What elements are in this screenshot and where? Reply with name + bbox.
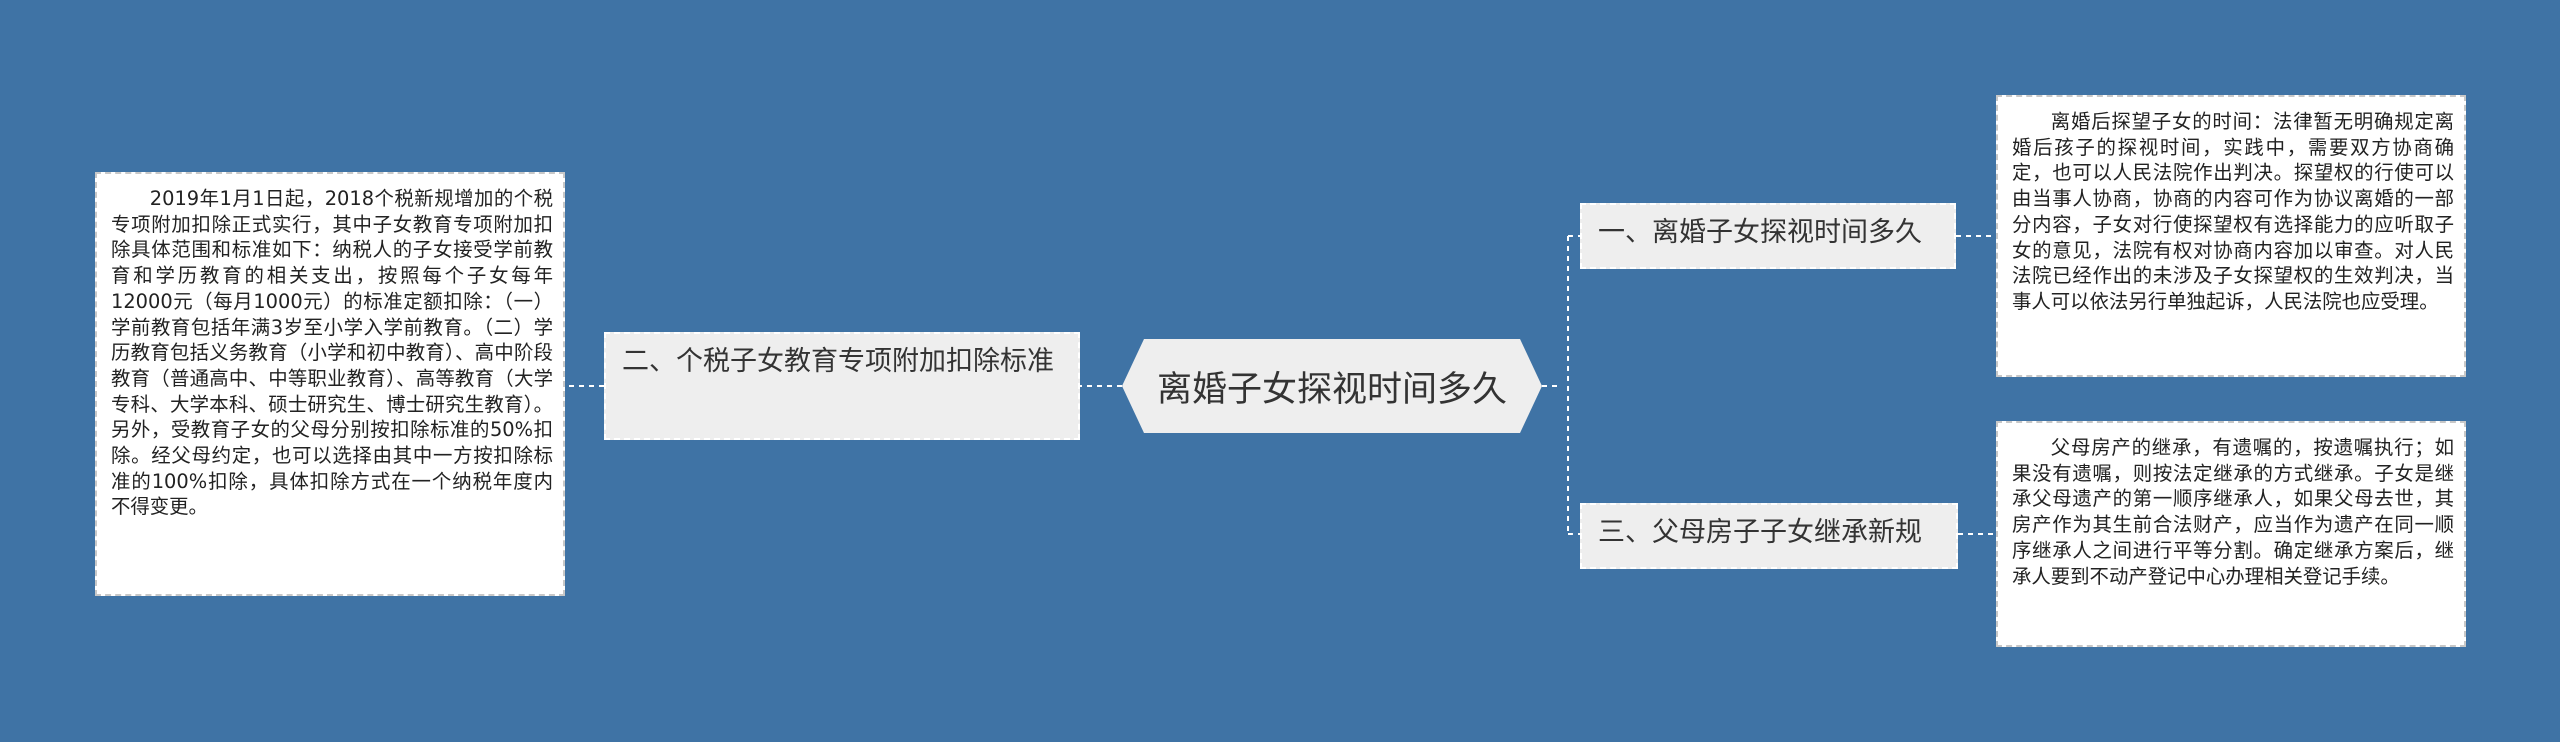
leaf-text: 2019年1月1日起，2018个税新规增加的个税专项附加扣除正式实行，其中子女教… [111,187,553,519]
branch-label: 二、个税子女教育专项附加扣除标准 [622,346,1054,377]
branch-node-inheritance[interactable]: 三、父母房子子女继承新规 [1580,503,1958,569]
leaf-node-visitation: 离婚后探望子女的时间：法律暂无明确规定离婚后孩子的探视时间，实践中，需要双方协商… [1996,95,2466,377]
root-node[interactable]: 离婚子女探视时间多久 [1122,339,1542,433]
root-label: 离婚子女探视时间多久 [1156,369,1507,410]
branch-label: 一、离婚子女探视时间多久 [1598,217,1922,248]
leaf-node-inheritance: 父母房产的继承，有遗嘱的，按遗嘱执行；如果没有遗嘱，则按法定继承的方式继承。子女… [1996,421,2466,647]
leaf-node-tax-deduction: 2019年1月1日起，2018个税新规增加的个税专项附加扣除正式实行，其中子女教… [95,172,565,596]
branch-node-tax-deduction[interactable]: 二、个税子女教育专项附加扣除标准 [604,332,1080,440]
branch-label: 三、父母房子子女继承新规 [1598,517,1922,548]
branch-node-visitation[interactable]: 一、离婚子女探视时间多久 [1580,203,1956,269]
leaf-text: 父母房产的继承，有遗嘱的，按遗嘱执行；如果没有遗嘱，则按法定继承的方式继承。子女… [2012,436,2454,588]
leaf-text: 离婚后探望子女的时间：法律暂无明确规定离婚后孩子的探视时间，实践中，需要双方协商… [2012,110,2454,313]
